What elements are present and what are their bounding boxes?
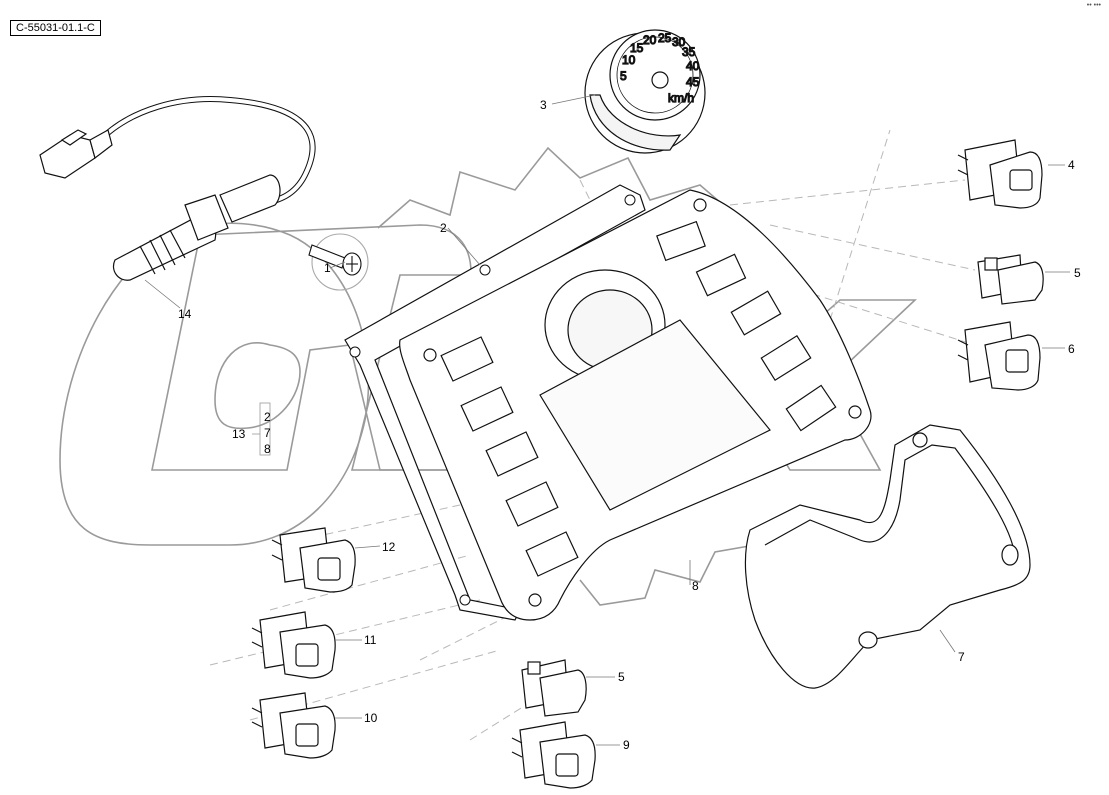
gauge-scale-45: 45 <box>686 75 700 89</box>
callout-6: 6 <box>1068 342 1075 356</box>
gasket-frame <box>344 184 646 621</box>
gauge-scale-25: 25 <box>658 31 672 45</box>
callout-11: 11 <box>364 633 377 647</box>
panel-cutout-l2 <box>460 386 514 432</box>
rocker-switch-4 <box>957 139 1043 209</box>
panel-cutout-l3 <box>485 431 539 477</box>
panel-cutout-l1 <box>440 336 494 382</box>
gauge-scale-5: 5 <box>620 69 627 83</box>
gauge-scale-30: 30 <box>672 35 686 49</box>
kit-13-item-2: 2 <box>264 410 271 424</box>
rocker-switch-10 <box>251 692 336 759</box>
callout-10: 10 <box>364 711 378 725</box>
panel-cutout-r5 <box>785 384 837 432</box>
rocker-switch-9 <box>511 721 596 789</box>
blank-plug-5-right <box>977 254 1044 305</box>
rear-cover <box>744 424 1031 689</box>
panel-cutout-r1 <box>656 220 706 262</box>
gauge-unit: km/h <box>668 91 694 105</box>
screw-part <box>308 233 369 291</box>
callout-14: 14 <box>178 307 192 321</box>
callout-12: 12 <box>382 540 396 554</box>
callout-5-bottom: 5 <box>618 670 625 684</box>
gauge-scale-40: 40 <box>686 59 700 73</box>
rocker-switch-12 <box>271 527 356 593</box>
callout-4: 4 <box>1068 158 1075 172</box>
panel-cutout-r3 <box>730 290 782 336</box>
callout-13: 13 <box>232 427 246 441</box>
callout-3: 3 <box>540 98 547 112</box>
watermark-letter-o <box>59 222 370 546</box>
leader-lines <box>144 94 1070 746</box>
gauge-scale-20: 20 <box>643 33 657 47</box>
gauge-scale-35: 35 <box>682 45 696 59</box>
rocker-switch-11 <box>251 611 336 679</box>
gauge-scale-15: 15 <box>630 41 644 55</box>
instrument-panel <box>399 189 872 621</box>
kit-13-bracket <box>259 402 271 456</box>
blank-plug-5-bottom <box>521 659 587 717</box>
panel-cutout-r2 <box>695 253 747 297</box>
watermark-gear-outline <box>377 146 756 606</box>
callout-5-right: 5 <box>1074 266 1081 280</box>
callout-9: 9 <box>623 738 630 752</box>
gauge-needle-hub <box>651 71 669 89</box>
speed-sensor-cable <box>39 96 316 281</box>
panel-cutout-l5 <box>525 531 579 577</box>
callout-2: 2 <box>440 221 447 235</box>
panel-cutout-l4 <box>505 481 559 527</box>
callout-1: 1 <box>324 261 331 275</box>
rocker-switch-6 <box>957 321 1041 391</box>
speedometer-gauge: 5 10 15 20 25 30 35 40 45 km/h <box>584 29 706 154</box>
kit-13-item-8: 8 <box>264 442 271 456</box>
callout-8: 8 <box>692 579 699 593</box>
kit-13-item-7: 7 <box>264 426 271 440</box>
panel-cutout-r4 <box>760 335 812 381</box>
drawing-code-label: C-55031-01.1-C <box>10 20 101 36</box>
kit-13-group: 13 2 7 8 <box>232 402 271 456</box>
corner-mark: •• ••• <box>1086 2 1101 9</box>
callout-7: 7 <box>958 650 965 664</box>
gauge-scale-10: 10 <box>622 53 636 67</box>
